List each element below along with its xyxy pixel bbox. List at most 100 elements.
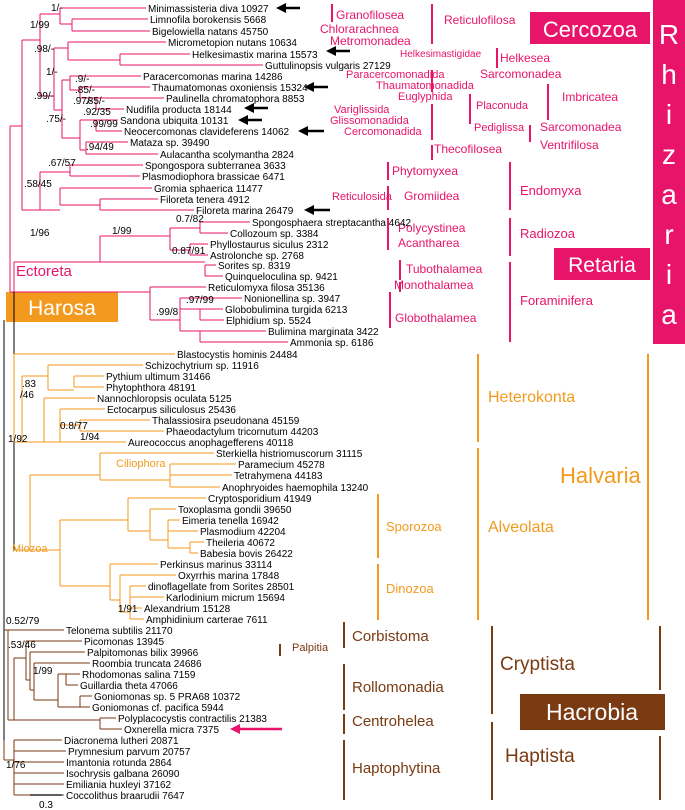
clade-label: Thecofilosea (434, 142, 502, 156)
support-value: .58/45 (24, 179, 52, 190)
taxon-label: Micrometopion nutans 10634 (168, 38, 297, 49)
taxon-label: Astrolonche sp. 2768 (210, 251, 304, 262)
taxon-label: Globobulimina turgida 6213 (225, 305, 348, 316)
halvaria-bars (377, 354, 649, 620)
taxon-label: Spongosphaera streptacantha 4642 (252, 218, 411, 229)
arrow-filoreta-marina (304, 205, 330, 215)
taxon-label: Palpitomonas bilix 39966 (87, 648, 199, 659)
taxon-label: Guillardia theta 47066 (80, 681, 178, 692)
taxon-label: Babesia bovis 26422 (200, 549, 293, 560)
support-value: 1/99 (112, 226, 132, 237)
clade-label: Alveolata (488, 519, 554, 536)
rhizaria-branches (3, 7, 288, 475)
taxon-label: Goniomonas cf. pacifica 5944 (92, 703, 224, 714)
taxon-label: Paracercomonas marina 14286 (143, 72, 283, 83)
taxon-label: Alexandrium 15128 (144, 604, 231, 615)
support-value: .53/46 (8, 640, 36, 651)
taxon-label: Minimassisteria diva 10927 (148, 4, 269, 15)
clade-label: Centrohelea (352, 713, 434, 730)
taxon-label: Telonema subtilis 21170 (66, 626, 173, 637)
taxon-label: Oxnerella micra 7375 (124, 725, 219, 736)
clade-label: Placonuda (476, 100, 529, 112)
taxon-label: Aureococcus anophagefferens 40118 (128, 438, 294, 449)
support-value: .99/99 (90, 119, 118, 130)
support-value: 1/- (51, 3, 63, 14)
support-value: 1/99 (30, 20, 50, 31)
arrow-oxnerella (230, 724, 282, 734)
clade-label: Dinozoa (386, 581, 434, 596)
taxon-label: Bulimina marginata 3422 (268, 327, 379, 338)
clade-label: Chlorarachnea (320, 22, 399, 36)
taxon-label: Ectocarpus siliculosus 25436 (107, 405, 236, 416)
support-value: .85/- (75, 85, 95, 96)
taxon-label: Ammonia sp. 6186 (290, 338, 374, 349)
taxon-label: Tetrahymena 44183 (234, 471, 323, 482)
clade-label: Heterokonta (488, 389, 575, 406)
support-value: .67/57 (48, 158, 76, 169)
taxon-label: Spongospora subterranea 3633 (145, 161, 286, 172)
clade-label: Halvaria (560, 463, 641, 488)
taxon-label: Pythium ultimum 31466 (106, 372, 211, 383)
clade-label: Thaumatomonadida (376, 80, 475, 92)
taxon-label: Isochrysis galbana 26090 (66, 769, 180, 780)
taxon-label: Paulinella chromatophora 8853 (166, 94, 305, 105)
taxon-label: Plasmodiophora brassicae 6471 (142, 172, 285, 183)
support-value: .75/- (46, 114, 66, 125)
taxon-label: Quinqueloculina sp. 9421 (225, 272, 338, 283)
taxon-label: Guttulinopsis vulgaris 27129 (265, 61, 391, 72)
clade-label: Pediglissa (474, 122, 525, 134)
harosa-box (6, 292, 118, 322)
taxon-label: Cryptosporidium 41949 (208, 494, 312, 505)
hacrobia-box (520, 694, 665, 730)
clade-label: Tubothalamea (406, 262, 483, 276)
taxon-label: Phytophthora 48191 (106, 383, 197, 394)
rhizaria-letter: h (661, 59, 677, 90)
clade-label: Haptophytina (352, 760, 441, 777)
clade-label: Granofilosea (336, 8, 404, 22)
taxon-label: Goniomonas sp. 5 PRA68 10372 (94, 692, 241, 703)
support-value: 0.8/77 (60, 421, 88, 432)
support-value: .94/49 (86, 142, 114, 153)
taxon-label: Filoreta marina 26479 (196, 206, 294, 217)
clade-label: Gromiidea (404, 189, 460, 203)
clade-label: Reticulofilosa (444, 13, 516, 27)
taxon-label: Diacronema lutheri 20871 (64, 736, 179, 747)
taxon-label: Gromia sphaerica 11477 (154, 184, 263, 195)
hacrobia-label: Hacrobia (546, 699, 638, 725)
clade-label: Paracercomonadida (346, 69, 445, 81)
taxon-label: Polyplacocystis contractilis 21383 (118, 714, 267, 725)
support-value: 1/76 (6, 760, 26, 771)
rhizaria-letter: i (666, 259, 672, 290)
clade-label: Ciliophora (116, 458, 166, 470)
clade-label: Helkesea (500, 51, 550, 65)
clade-label: Radiozoa (520, 226, 576, 241)
clade-label: Metromonadea (330, 34, 411, 48)
hacrobia-branches (3, 475, 122, 796)
hacrobia-bars (279, 622, 661, 800)
taxon-label: Aulacantha scolymantha 2824 (160, 150, 294, 161)
arrow-nudifila (244, 103, 268, 113)
support-value: 0.87/91 (172, 246, 206, 257)
arrow-thaumatomonas (304, 82, 328, 92)
clade-label: Phytomyxea (392, 164, 458, 178)
support-value: 1/94 (80, 432, 100, 443)
retaria-box (554, 248, 650, 280)
support-value: .92/35 (83, 107, 111, 118)
cercozoa-label: Cercozoa (543, 17, 638, 42)
taxon-label: Sterkiella histriomuscorum 31115 (216, 449, 363, 460)
support-value: .97/99 (186, 295, 214, 306)
clade-label: Glissomonadida (330, 115, 410, 127)
clade-label: Polycystinea (398, 221, 466, 235)
taxon-label: Schizochytrium sp. 11916 (145, 361, 259, 372)
arrow-helkesimastix (326, 46, 350, 56)
rhizaria-bars (331, 4, 549, 342)
taxon-label: Filoreta tenera 4912 (160, 195, 250, 206)
taxon-label: Karlodinium micrum 15694 (166, 593, 285, 604)
clade-label: Globothalamea (395, 311, 477, 325)
taxon-label: Limnofila borokensis 5668 (150, 15, 267, 26)
support-value: .9/- (75, 74, 89, 85)
taxon-label: Rhodomonas salina 7159 (82, 670, 196, 681)
support-value: /46 (20, 390, 34, 401)
